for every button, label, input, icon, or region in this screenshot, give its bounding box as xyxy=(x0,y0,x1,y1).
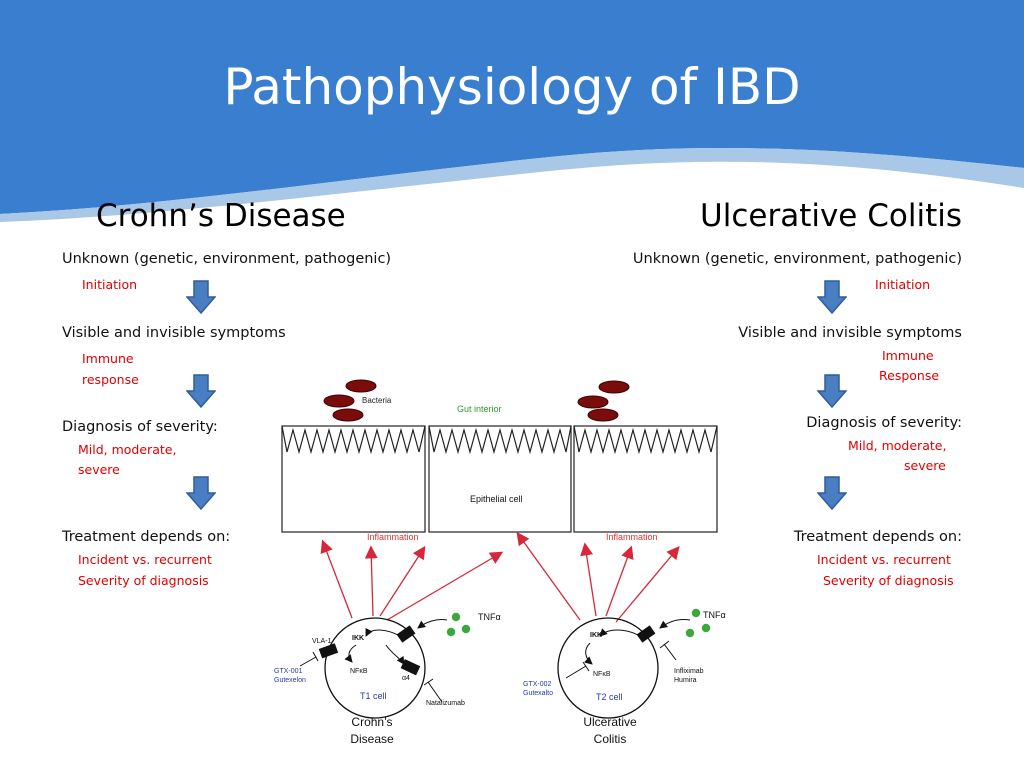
nfkb-label-left: NFκB xyxy=(350,668,368,675)
down-arrow-icon xyxy=(817,374,847,408)
a4-label: α4 xyxy=(402,675,410,682)
t1-cell xyxy=(299,617,448,719)
left-step-unknown: Unknown (genetic, environment, pathogeni… xyxy=(62,251,392,267)
left-immune-1: Immune xyxy=(82,351,134,366)
left-immune-2: response xyxy=(82,372,139,387)
tnf-dot xyxy=(446,627,456,637)
inflammation-label-left: Inflammation xyxy=(367,532,419,542)
left-step-treatment: Treatment depends on: xyxy=(62,529,231,545)
bacteria-cluster-right xyxy=(577,380,630,422)
natalizumab-label: Natalizumab xyxy=(426,700,465,707)
crohns-cell-name-1: Crohn’s xyxy=(351,715,392,729)
bacteria-label: Bacteria xyxy=(362,396,392,405)
t1-cell-label: T1 cell xyxy=(360,691,387,701)
gtx002-label: GTX-002 xyxy=(523,681,552,688)
epithelial-cell-label: Epithelial cell xyxy=(470,494,523,504)
right-step-diagnosis: Diagnosis of severity: xyxy=(806,415,962,431)
left-treatment-2: Severity of diagnosis xyxy=(78,573,209,588)
left-treatment-1: Incident vs. recurrent xyxy=(78,552,212,567)
ikk-label-right: IKK xyxy=(590,632,602,639)
left-mild-2: severe xyxy=(78,462,120,477)
header-banner xyxy=(0,0,1024,222)
right-immune-1: Immune xyxy=(882,348,934,363)
right-step-symptoms: Visible and invisible symptoms xyxy=(738,325,962,341)
right-treatment-2: Severity of diagnosis xyxy=(823,573,954,588)
inflammation-label-right: Inflammation xyxy=(606,532,658,542)
infliximab-label: Infliximab xyxy=(674,668,704,675)
gtx001-label: GTX-001 xyxy=(274,668,303,675)
tnf-dot xyxy=(685,628,695,638)
left-step-diagnosis: Diagnosis of severity: xyxy=(62,419,218,435)
inflammation-arrows-right xyxy=(516,531,680,623)
inflammation-arrows-left xyxy=(320,539,504,621)
humira-label: Humira xyxy=(674,677,697,684)
gutexelon-label: Gutexelon xyxy=(274,677,306,684)
down-arrow-icon xyxy=(817,476,847,510)
uc-heading: Ulcerative Colitis xyxy=(700,198,962,234)
down-arrow-icon xyxy=(186,476,216,510)
nfkb-label-right: NFκB xyxy=(593,671,611,678)
crohns-heading: Crohn’s Disease xyxy=(96,198,346,234)
left-initiation: Initiation xyxy=(82,277,138,292)
ikk-label-left: IKK xyxy=(352,635,364,642)
right-step-unknown: Unknown (genetic, environment, pathogeni… xyxy=(632,251,962,267)
tnf-dot xyxy=(461,624,471,634)
uc-cell-name-1: Ulcerative xyxy=(583,715,637,729)
gut-interior-label: Gut interior xyxy=(457,404,502,414)
gutexalto-label: Gutexalto xyxy=(523,690,553,697)
right-mild-1: Mild, moderate, xyxy=(848,438,947,453)
left-mild-1: Mild, moderate, xyxy=(78,442,177,457)
uc-cell-name-2: Colitis xyxy=(594,732,627,746)
tnf-label-right: TNFα xyxy=(703,610,726,620)
epithelial-cells xyxy=(281,425,718,533)
t2-cell xyxy=(557,617,691,719)
down-arrow-icon xyxy=(817,280,847,314)
bacteria-cluster-left xyxy=(323,379,377,422)
down-arrow-icon xyxy=(186,374,216,408)
tnf-label-left: TNFα xyxy=(478,612,501,622)
right-treatment-1: Incident vs. recurrent xyxy=(817,552,951,567)
slide-title: Pathophysiology of IBD xyxy=(223,58,801,116)
tnf-dot xyxy=(691,608,701,618)
tnf-dot xyxy=(701,623,711,633)
t2-cell-label: T2 cell xyxy=(596,692,623,702)
tnf-dot xyxy=(451,612,461,622)
right-mild-2: severe xyxy=(904,458,946,473)
left-step-symptoms: Visible and invisible symptoms xyxy=(62,325,286,341)
down-arrow-icon xyxy=(186,280,216,314)
crohns-cell-name-2: Disease xyxy=(350,732,394,746)
right-initiation: Initiation xyxy=(875,277,931,292)
right-step-treatment: Treatment depends on: xyxy=(793,529,962,545)
right-immune-2: Response xyxy=(879,368,940,383)
vla-label: VLA-1 xyxy=(312,638,332,645)
